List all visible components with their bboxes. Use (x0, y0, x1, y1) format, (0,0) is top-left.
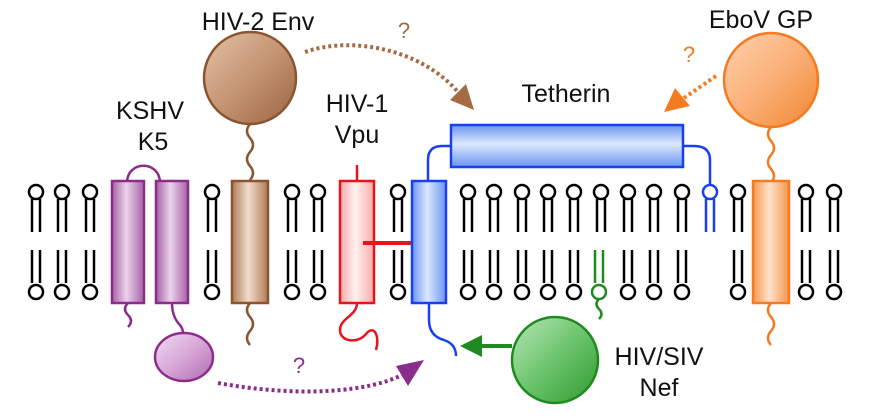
label-tetherin: Tetherin (522, 80, 611, 108)
lipid-head-lower (283, 283, 301, 301)
env-tail (245, 302, 255, 346)
nef-arrow-head (460, 335, 482, 357)
lipid-head-lower (825, 283, 843, 301)
hiv2-arrow-head (450, 84, 474, 110)
lipid-head-lower (539, 283, 557, 301)
lipid-head-upper (825, 183, 843, 201)
label-nef: Nef (640, 374, 679, 402)
nef-anchor-head (590, 283, 608, 301)
label-k5: K5 (138, 128, 169, 156)
tetherin-linker-left (426, 144, 452, 183)
question-kshv: ? (293, 353, 305, 378)
label-vpu: Vpu (335, 121, 379, 149)
tetherin-tm-domain (410, 179, 448, 305)
tetherin-gpi-anchor-head (701, 183, 719, 201)
label-hiv1: HIV-1 (326, 90, 389, 118)
lipid-head-upper (592, 183, 610, 201)
kshv-k5-arrow (217, 360, 424, 394)
label-ebov-gp: EboV GP (709, 6, 813, 34)
lipid-head-lower (203, 283, 221, 301)
label-hiv2-env: HIV-2 Env (202, 8, 315, 36)
lipid-head-lower (729, 283, 747, 301)
gp-tail (766, 302, 776, 346)
kshv-dotted-curve (217, 372, 405, 394)
lipid-head-lower (53, 283, 71, 301)
gp-stalk (766, 126, 776, 184)
lipid-head-upper (645, 183, 663, 201)
lipid-head-upper (459, 183, 477, 201)
lipid-head-lower (309, 283, 327, 301)
lipid-head-lower (485, 283, 503, 301)
lipid-head-upper (565, 183, 583, 201)
tetherin-protein (410, 123, 719, 357)
lipid-head-upper (309, 183, 327, 201)
lipid-head-lower (389, 283, 407, 301)
label-kshv: KSHV (116, 97, 184, 125)
lipid-head-upper (797, 183, 815, 201)
tetherin-coiled-coil (449, 123, 685, 169)
lipid-head-upper (673, 183, 691, 201)
label-hiv-siv: HIV/SIV (615, 343, 704, 371)
lipid-head-lower (645, 283, 663, 301)
lipid-head-lower (619, 283, 637, 301)
gp-tm-domain (751, 179, 791, 305)
k5-helix-2 (154, 179, 190, 305)
lipid-head-upper (203, 183, 221, 201)
env-tm-domain (230, 179, 270, 305)
lipid-head-lower (27, 283, 45, 301)
gp-ectodomain (722, 31, 820, 129)
lipid-head-lower (81, 283, 99, 301)
k5-helix-1 (110, 179, 146, 305)
k5-tail-1 (123, 302, 133, 328)
lipid-head-upper (283, 183, 301, 201)
lipid-head-lower (673, 283, 691, 301)
nef-linker (595, 298, 603, 320)
lipid-head-upper (389, 183, 407, 201)
lipid-head-upper (485, 183, 503, 201)
question-hiv2: ? (398, 18, 410, 43)
lipid-head-lower (459, 283, 477, 301)
lipid-head-upper (619, 183, 637, 201)
ebov-gp-protein (722, 31, 820, 346)
ebov-dotted-line (682, 74, 718, 100)
lipid-head-upper (539, 183, 557, 201)
ebov-gp-arrow (664, 74, 718, 112)
env-stalk (245, 123, 255, 181)
hiv2-dotted-curve (304, 43, 460, 94)
vpu-tail (338, 302, 379, 351)
env-ectodomain (202, 30, 298, 126)
nef-core-domain (510, 315, 600, 405)
hiv2-env-arrow (304, 43, 474, 110)
nef-protein (460, 250, 608, 405)
lipid-head-upper (53, 183, 71, 201)
lipid-bilayer (27, 183, 843, 301)
k5-loop (125, 164, 162, 184)
lipid-head-upper (729, 183, 747, 201)
tetherin-cytoplasmic-tail (427, 303, 458, 357)
lipid-head-lower (513, 283, 531, 301)
kshv-k5-protein (110, 164, 215, 383)
lipid-head-lower (565, 283, 583, 301)
lipid-head-upper (81, 183, 99, 201)
hiv2-env-protein (202, 30, 298, 346)
lipid-head-upper (27, 183, 45, 201)
kshv-arrow-head (396, 360, 424, 386)
lipid-head-upper (513, 183, 531, 201)
tetherin-linker-right (683, 144, 712, 184)
question-ebov: ? (683, 42, 695, 67)
ebov-arrow-head (664, 88, 690, 112)
lipid-head-lower (797, 283, 815, 301)
k5-ring-domain (153, 331, 215, 383)
